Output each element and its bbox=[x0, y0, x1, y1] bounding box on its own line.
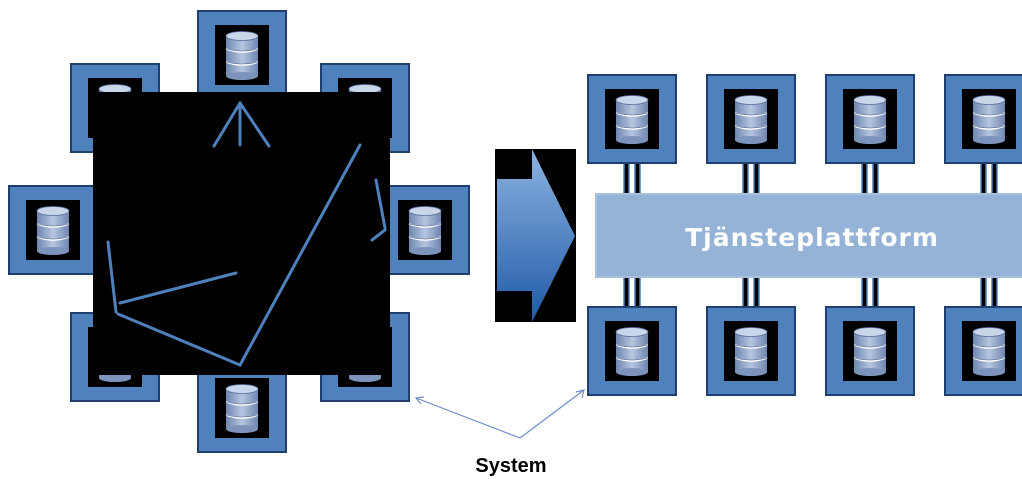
system-box-left bbox=[8, 185, 98, 275]
system-box-bottom-1 bbox=[587, 306, 677, 396]
integration-lines bbox=[106, 101, 387, 367]
system-pointers bbox=[414, 389, 585, 439]
database-icon bbox=[587, 74, 677, 164]
system-box-bottom-4 bbox=[944, 306, 1022, 396]
right-arrow-icon bbox=[497, 149, 575, 322]
database-icon bbox=[706, 306, 796, 396]
system-box-bottom-2 bbox=[706, 306, 796, 396]
service-platform-bar bbox=[595, 193, 1022, 278]
database-icon bbox=[706, 74, 796, 164]
database-icon bbox=[8, 185, 98, 275]
transition-arrow bbox=[495, 149, 576, 322]
system-box-bottom bbox=[197, 363, 287, 453]
database-icon bbox=[587, 306, 677, 396]
database-icon bbox=[944, 306, 1022, 396]
system-box-top-1 bbox=[587, 74, 677, 164]
database-icon bbox=[825, 74, 915, 164]
database-icon bbox=[197, 10, 287, 100]
database-icon bbox=[944, 74, 1022, 164]
system-box-top-2 bbox=[706, 74, 796, 164]
system-box-right bbox=[380, 185, 470, 275]
service-platform-architecture: Tjänsteplattform bbox=[587, 74, 1022, 396]
point-to-point-cluster bbox=[8, 10, 470, 453]
service-platform-label: Tjänsteplattform bbox=[685, 223, 939, 252]
system-box-top bbox=[197, 10, 287, 100]
system-box-bottom-3 bbox=[825, 306, 915, 396]
database-icon bbox=[825, 306, 915, 396]
system-box-top-4 bbox=[944, 74, 1022, 164]
database-icon bbox=[197, 363, 287, 453]
system-caption: System bbox=[475, 455, 546, 477]
system-box-top-3 bbox=[825, 74, 915, 164]
database-icon bbox=[380, 185, 470, 275]
